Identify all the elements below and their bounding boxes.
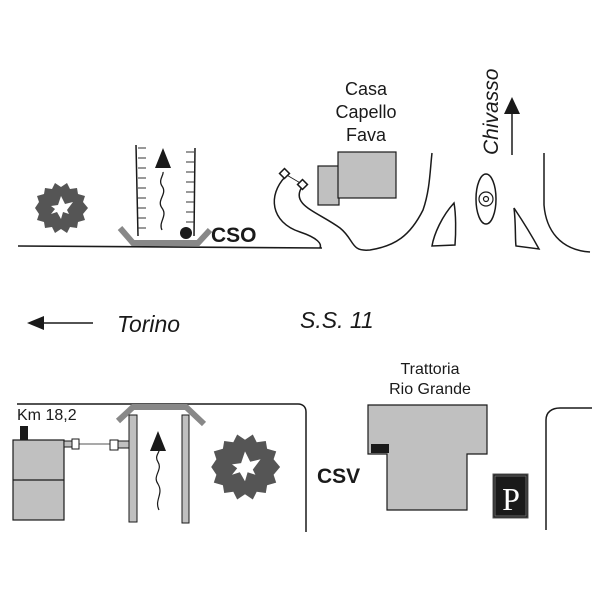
cable-connector xyxy=(63,438,131,451)
parking-icon: P xyxy=(492,473,529,519)
driveway xyxy=(273,152,433,251)
trattoria-label-2: Rio Grande xyxy=(389,381,471,398)
south-gate xyxy=(115,404,207,524)
road-edge-south-east xyxy=(545,407,592,530)
roundabout-icon xyxy=(475,173,497,225)
road-edge-south xyxy=(17,403,307,532)
junction-north xyxy=(431,153,591,253)
building-trattoria xyxy=(367,404,488,511)
trattoria-label-1: Trattoria xyxy=(401,361,460,378)
tree-icon xyxy=(35,183,88,233)
road-edge-north xyxy=(17,245,323,249)
casa-label-1: Casa xyxy=(345,79,388,99)
building-casa-capello-fava xyxy=(317,151,397,206)
torino-label: Torino xyxy=(117,311,180,337)
csv-label: CSV xyxy=(317,465,360,488)
casa-label-3: Fava xyxy=(346,125,387,145)
fence-ticks xyxy=(138,147,194,229)
cso-gate xyxy=(117,144,213,246)
road-name-label: S.S. 11 xyxy=(300,307,374,333)
km-marker-label: Km 18,2 xyxy=(17,407,77,424)
casa-label-2: Capello xyxy=(335,102,396,122)
building-km xyxy=(12,439,65,521)
csv-marker xyxy=(371,444,389,453)
chivasso-label: Chivasso xyxy=(480,68,503,155)
arrow-icon xyxy=(155,449,161,511)
tree-icon xyxy=(211,434,281,500)
km-marker xyxy=(20,426,28,440)
cso-label: CSO xyxy=(211,224,257,247)
arrow-icon xyxy=(159,171,165,231)
svg-text:P: P xyxy=(502,481,520,517)
